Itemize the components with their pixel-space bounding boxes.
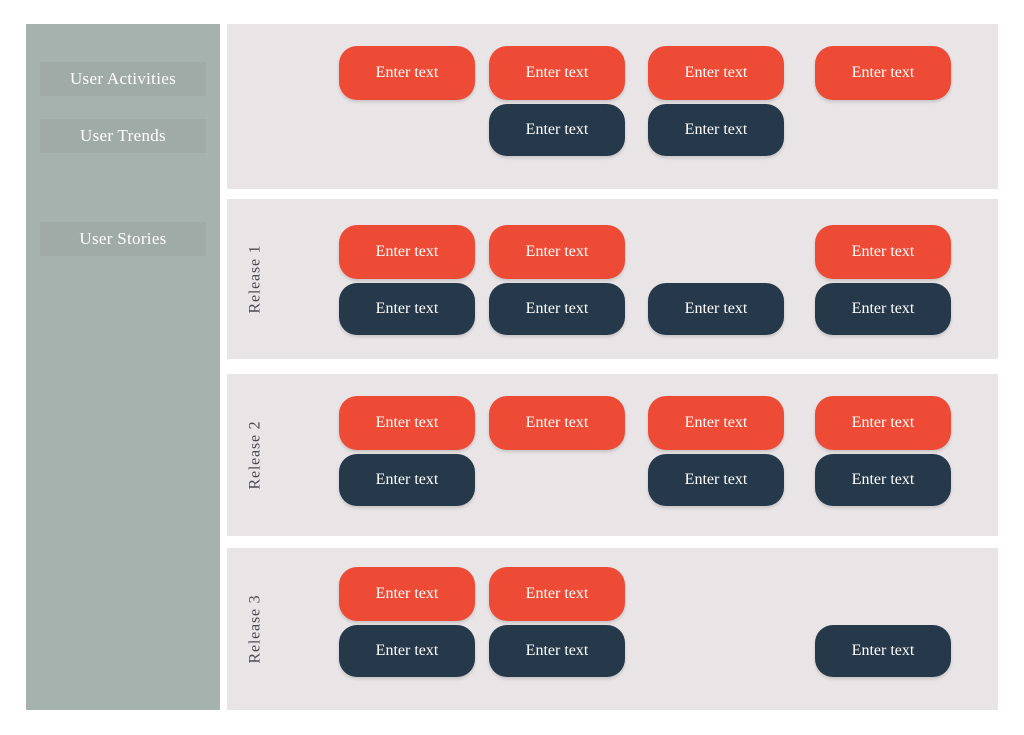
sidebar-label-user-activities: User Activities — [40, 62, 206, 96]
story-card-navy[interactable]: Enter text — [815, 283, 951, 335]
story-card-orange[interactable]: Enter text — [489, 396, 625, 450]
band-label: Release 3 — [246, 594, 264, 664]
story-card-orange[interactable]: Enter text — [489, 46, 625, 100]
story-card-navy[interactable]: Enter text — [339, 625, 475, 677]
band-label-box: Release 1 — [240, 199, 270, 359]
story-card-navy[interactable]: Enter text — [648, 454, 784, 506]
sidebar: User Activities User Trends User Stories — [26, 24, 220, 710]
story-card-navy[interactable]: Enter text — [648, 283, 784, 335]
band-label: Release 2 — [246, 420, 264, 490]
story-card-orange[interactable]: Enter text — [648, 396, 784, 450]
story-card-orange[interactable]: Enter text — [339, 396, 475, 450]
story-card-orange[interactable]: Enter text — [339, 46, 475, 100]
story-card-navy[interactable]: Enter text — [339, 283, 475, 335]
story-card-orange[interactable]: Enter text — [815, 225, 951, 279]
band-label-box: Release 2 — [240, 374, 270, 536]
story-card-orange[interactable]: Enter text — [489, 567, 625, 621]
story-card-orange[interactable]: Enter text — [815, 396, 951, 450]
story-card-navy[interactable]: Enter text — [648, 104, 784, 156]
story-card-navy[interactable]: Enter text — [489, 625, 625, 677]
story-card-orange[interactable]: Enter text — [339, 567, 475, 621]
story-card-navy[interactable]: Enter text — [489, 283, 625, 335]
sidebar-label-user-stories: User Stories — [40, 222, 206, 256]
band-label-box: Release 3 — [240, 548, 270, 710]
story-card-orange[interactable]: Enter text — [339, 225, 475, 279]
story-card-navy[interactable]: Enter text — [815, 625, 951, 677]
story-card-orange[interactable]: Enter text — [815, 46, 951, 100]
story-card-orange[interactable]: Enter text — [648, 46, 784, 100]
story-card-navy[interactable]: Enter text — [339, 454, 475, 506]
story-card-navy[interactable]: Enter text — [815, 454, 951, 506]
band-label: Release 1 — [246, 244, 264, 314]
story-card-navy[interactable]: Enter text — [489, 104, 625, 156]
story-card-orange[interactable]: Enter text — [489, 225, 625, 279]
sidebar-label-user-trends: User Trends — [40, 119, 206, 153]
